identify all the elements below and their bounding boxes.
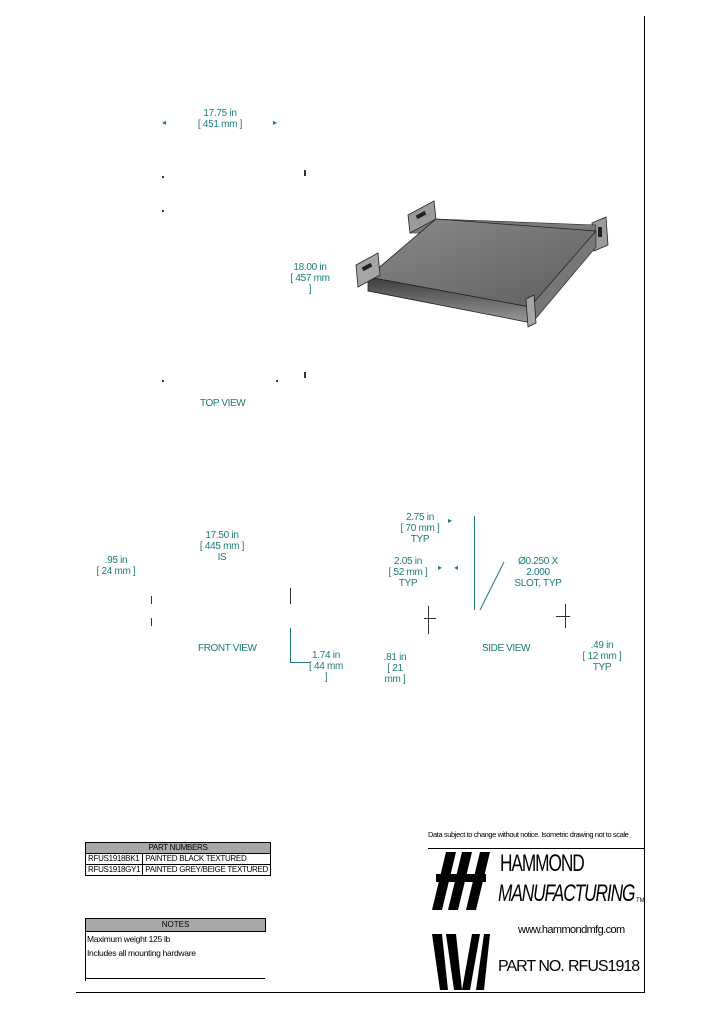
front-tick-2 <box>151 618 152 626</box>
disclaimer-text: Data subject to change without notice. I… <box>428 830 629 839</box>
side-small-dim: .81 in[ 21 mm ] <box>383 652 407 685</box>
side-bracket-left-h <box>424 618 436 619</box>
top-tick-5 <box>276 380 278 382</box>
top-width-arrow-right: ▸ <box>273 118 278 127</box>
part-desc-cell: PAINTED GREY/BEIGE TEXTURED <box>142 864 272 876</box>
side-view-label: SIDE VIEW <box>482 643 531 654</box>
hammond-w-logo-icon <box>432 934 490 990</box>
part-numbers-table: PART NUMBERS RFUS1918BK1 PAINTED BLACK T… <box>84 842 272 876</box>
notes-header: NOTES <box>86 919 266 932</box>
top-tick-2 <box>162 210 164 212</box>
front-height-dim: 1.74 in[ 44 mm ] <box>308 650 344 683</box>
top-view-label: TOP VIEW <box>200 398 246 409</box>
side-top-arrow: ▸ <box>448 516 453 525</box>
side-mid-arrow: ▸ <box>438 563 443 572</box>
side-bracket-right-h <box>556 616 570 617</box>
part-desc-cell: PAINTED BLACK TEXTURED <box>142 853 272 865</box>
top-depth-dim: 18.00 in[ 457 mm ] <box>290 262 330 295</box>
front-left-dim: .95 in[ 24 mm ] <box>96 555 136 577</box>
side-right-dim: .49 in[ 12 mm ]TYP <box>582 640 622 673</box>
top-width-dim: 17.75 in[ 451 mm ] <box>197 108 243 130</box>
note-line: Includes all mounting hardware <box>87 948 196 958</box>
part-number-cell: RFUS1918BK1 <box>84 853 144 865</box>
part-number-cell: RFUS1918GY1 <box>84 864 144 876</box>
part-numbers-header: PART NUMBERS <box>84 842 272 854</box>
table-row: RFUS1918BK1 PAINTED BLACK TEXTURED <box>84 853 272 865</box>
company-name-line2: MANUFACTURING <box>498 880 635 907</box>
side-vert-line <box>474 516 475 610</box>
side-top-dim: 2.75 in[ 70 mm ]TYP <box>400 512 440 545</box>
part-no-value: RFUS1918 <box>568 958 640 975</box>
isometric-shelf <box>355 200 609 328</box>
top-tick-1 <box>162 176 164 178</box>
front-height-leader <box>290 628 291 662</box>
table-row: RFUS1918GY1 PAINTED GREY/BEIGE TEXTURED <box>84 864 272 876</box>
bottom-border <box>76 992 645 993</box>
company-name-line1: HAMMOND <box>500 850 585 877</box>
note-line: Maximum weight 125 lb <box>87 934 170 944</box>
part-no-label: PART NO. <box>498 958 565 975</box>
side-mid-arrow2: ◂ <box>454 563 459 572</box>
right-border <box>644 16 645 992</box>
front-tick-3 <box>290 588 291 604</box>
side-bracket-left <box>428 606 429 634</box>
front-view-label: FRONT VIEW <box>198 643 257 654</box>
notes-bottom-rule <box>85 978 265 979</box>
side-mid-dim: 2.05 in[ 52 mm ]TYP <box>388 556 428 589</box>
top-tick-6 <box>304 372 306 378</box>
front-width-dim: 17.50 in[ 445 mm ]IS <box>199 530 245 563</box>
slot-leader <box>479 561 505 611</box>
top-width-arrow-left: ◂ <box>162 118 167 127</box>
title-block-rule <box>428 848 644 849</box>
notes-box: NOTES Maximum weight 125 lb Includes all… <box>85 918 266 981</box>
top-tick-4 <box>162 380 164 382</box>
top-tick-3 <box>304 170 306 176</box>
website-url[interactable]: www.hammondmfg.com <box>518 924 625 936</box>
trademark: TM <box>636 898 645 904</box>
front-tick-1 <box>151 596 152 604</box>
hammond-logo-icon <box>432 852 490 910</box>
front-height-leader-h <box>290 662 310 663</box>
